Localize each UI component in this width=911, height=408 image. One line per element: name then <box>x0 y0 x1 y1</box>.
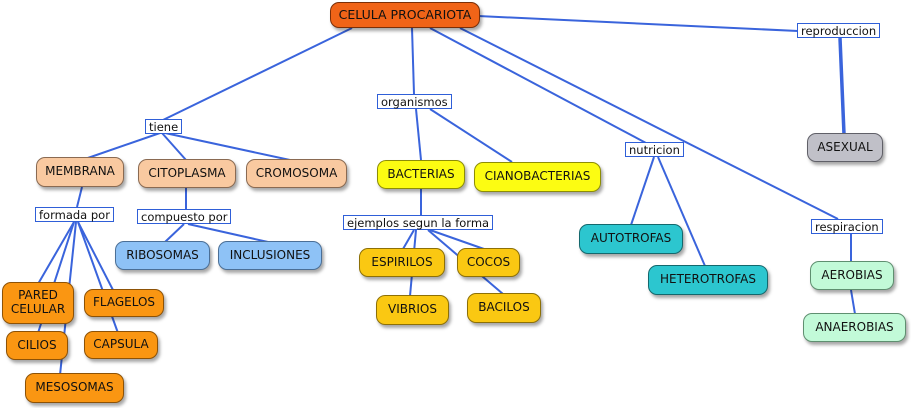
concept-ribosomas[interactable]: RIBOSOMAS <box>115 241 210 270</box>
link-label-organismos: organismos <box>377 94 452 109</box>
link-label-formada-por: formada por <box>35 207 114 222</box>
concept-capsula[interactable]: CAPSULA <box>84 331 158 359</box>
link-label-nutricion: nutricion <box>625 142 684 157</box>
link-label-tiene: tiene <box>145 119 183 134</box>
concept-cocos[interactable]: COCOS <box>457 248 520 277</box>
link-label-ejemplos-segun-la-forma: ejemplos segun la forma <box>343 215 494 230</box>
concept-aerobias[interactable]: AEROBIAS <box>810 261 894 290</box>
concept-pared-celular[interactable]: PARED CELULAR <box>2 282 74 324</box>
link-label-respiracion: respiracion <box>811 219 883 234</box>
concept-espirilos[interactable]: ESPIRILOS <box>359 248 445 277</box>
concept-autotrofas[interactable]: AUTOTROFAS <box>579 224 683 254</box>
link-label-reproduccion: reproduccion <box>797 23 881 38</box>
concept-cianobacterias[interactable]: CIANOBACTERIAS <box>474 162 601 192</box>
concept-membrana[interactable]: MEMBRANA <box>36 157 124 187</box>
concept-vibrios[interactable]: VIBRIOS <box>376 295 449 325</box>
concept-asexual[interactable]: ASEXUAL <box>807 133 883 162</box>
concept-cilios[interactable]: CILIOS <box>6 331 68 360</box>
concept-bacilos[interactable]: BACILOS <box>467 293 541 323</box>
link-label-compuesto-por: compuesto por <box>137 209 232 224</box>
root-concept-celula-procariota[interactable]: CELULA PROCARIOTA <box>330 2 480 28</box>
concept-cromosoma[interactable]: CROMOSOMA <box>246 159 347 188</box>
concept-inclusiones[interactable]: INCLUSIONES <box>218 241 322 270</box>
concept-mesosomas[interactable]: MESOSOMAS <box>25 373 124 403</box>
concept-bacterias[interactable]: BACTERIAS <box>377 160 465 189</box>
concept-flagelos[interactable]: FLAGELOS <box>84 289 164 317</box>
concept-heterotrofas[interactable]: HETEROTROFAS <box>648 265 768 295</box>
concept-anaerobias[interactable]: ANAEROBIAS <box>803 313 906 342</box>
concept-citoplasma[interactable]: CITOPLASMA <box>138 159 236 188</box>
